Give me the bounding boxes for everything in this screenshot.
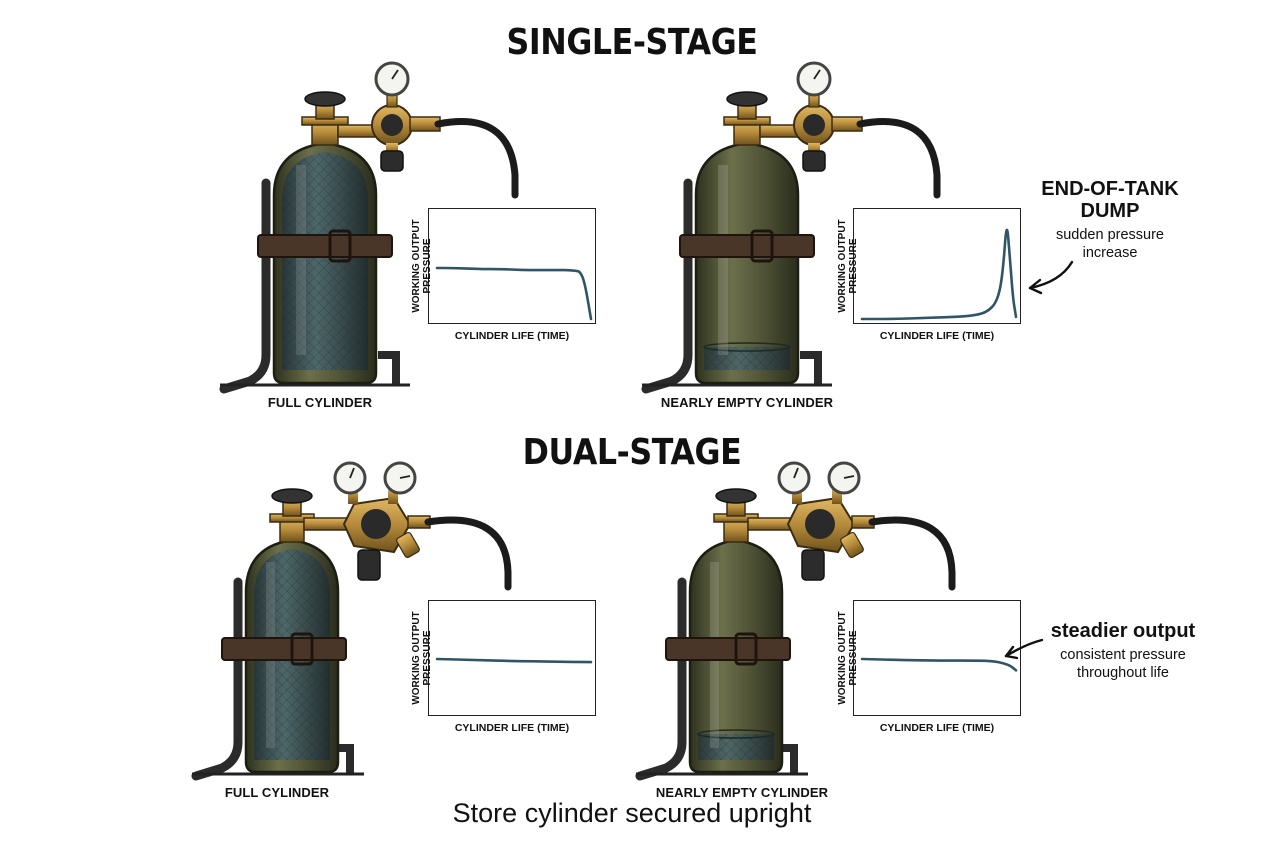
dual-full-cylinder-illustration [191, 461, 512, 781]
dual-empty-cylinder-illustration [635, 461, 956, 781]
dump-arrow-icon [1028, 260, 1074, 295]
single-full-curve [435, 266, 593, 321]
dual-full-chart [428, 600, 596, 716]
dual-empty-chart-xlabel: CYLINDER LIFE (TIME) [879, 722, 995, 734]
single-empty-cylinder-illustration [641, 61, 941, 394]
dual-full-curve [435, 657, 593, 664]
single-full-panel [210, 55, 540, 400]
single-empty-chart [853, 208, 1021, 324]
dual-stage-title: DUAL-STAGE [522, 432, 742, 473]
single-empty-curve [860, 228, 1018, 321]
dual-empty-cylinder-label: NEARLY EMPTY CYLINDER [655, 785, 829, 800]
single-full-chart [428, 208, 596, 324]
dual-full-panel [188, 452, 528, 789]
single-full-chart-xlabel: CYLINDER LIFE (TIME) [454, 330, 570, 342]
dual-empty-curve [860, 657, 1018, 672]
footer-caption: Store cylinder secured upright [452, 798, 812, 828]
steady-annotation-title: steadier output [1050, 620, 1196, 642]
dual-full-chart-xlabel: CYLINDER LIFE (TIME) [454, 722, 570, 734]
dual-empty-panel [632, 452, 972, 789]
single-full-cylinder-label: FULL CYLINDER [267, 395, 373, 410]
steady-arrow-icon [1004, 638, 1044, 660]
single-empty-cylinder-label: NEARLY EMPTY CYLINDER [660, 395, 834, 410]
single-empty-chart-xlabel: CYLINDER LIFE (TIME) [879, 330, 995, 342]
single-stage-title: SINGLE-STAGE [506, 22, 758, 63]
single-full-cylinder-illustration [219, 61, 519, 394]
dual-empty-chart [853, 600, 1021, 716]
dual-full-cylinder-label: FULL CYLINDER [224, 785, 330, 800]
single-empty-panel [632, 55, 962, 400]
